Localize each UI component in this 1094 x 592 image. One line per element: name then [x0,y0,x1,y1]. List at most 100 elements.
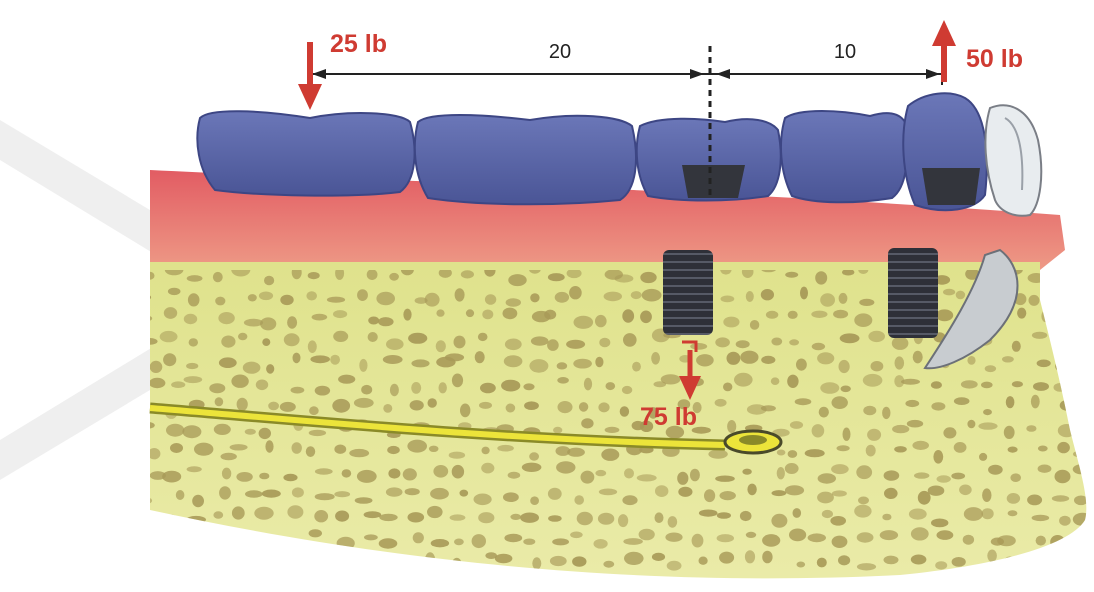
bone-pore [503,308,518,320]
bone-pore [151,517,161,529]
bone-pore [985,365,996,372]
bone-pore [187,466,202,472]
bone-pore [574,316,594,329]
bone-pore [403,309,411,321]
bone-pore [413,532,424,543]
bone-pore [376,292,395,306]
bone-pore [1057,296,1066,306]
bone-pore [717,534,734,542]
bone-pore [388,468,400,478]
bone-pore [186,537,197,544]
bone-pore [895,356,905,369]
bone-pore [943,427,956,438]
bone-pore [221,533,229,540]
bone-pore [136,535,154,544]
bone-pore [428,398,437,407]
bone-pore [166,424,184,437]
bone-pore [581,471,595,484]
bone-pore [433,465,448,478]
bone-pore [368,317,379,325]
bone-pore [334,445,346,454]
bone-pore [857,532,874,542]
bone-pore [622,309,634,322]
bone-pore [854,313,872,327]
bone-pore [857,563,876,570]
bone-pore [867,429,881,441]
bone-pore [160,331,178,342]
bone-pore [367,269,378,280]
bone-pore [699,509,718,516]
bone-pore [964,507,983,521]
bone-pore [522,463,542,472]
bone-pore [772,490,787,496]
bone-pore [430,488,449,500]
bone-pore [951,473,965,480]
bone-pore [186,516,206,523]
bone-pore [982,508,994,519]
bone-pore [785,463,799,474]
bone-pore [271,538,282,550]
bone-pore [315,386,330,396]
bone-pore [386,487,403,496]
bone-pore [558,401,573,413]
bone-pore [306,291,317,300]
bone-pore [837,445,850,451]
bone-pore [820,293,835,306]
bone-pore [696,354,714,366]
bone-pore [795,398,812,405]
bone-pore [480,383,496,394]
bone-pore [800,287,808,300]
bone-pore [572,556,586,566]
bone-pore [1028,273,1045,283]
bone-pore [793,508,802,518]
bone-pore [482,447,490,455]
bone-pore [579,402,588,412]
bone-pore [213,272,223,282]
force-left: 25 lb [298,30,387,110]
bone-pore [884,556,899,565]
bone-pore [333,331,348,342]
bone-pore [982,488,991,502]
bone-pore [880,530,898,540]
bone-pore [529,452,539,460]
dim-arrow-mid-right [716,69,730,79]
bone-pore [699,557,708,565]
bone-pore [194,443,213,456]
bone-pore [403,468,417,480]
bone-pore [771,514,787,528]
bone-pore [482,310,493,320]
bone-pore [622,495,637,505]
bone-pore [894,446,907,452]
bone-pore [332,399,350,413]
bone-pore [379,554,387,566]
bone-pore [1008,510,1018,516]
bone-pore [858,497,869,505]
bone-pore [243,362,261,374]
bone-pore [357,289,368,301]
bone-pore [913,351,923,364]
bone-pore [618,514,628,527]
bone-pore [931,519,948,528]
bone-pore [256,380,268,391]
bone-pore [1007,493,1020,504]
abutment-right [922,168,980,205]
bone-pore [822,510,833,518]
bone-pore [268,402,279,411]
bone-pore [1081,549,1094,561]
bone-pore [553,427,562,434]
bone-pore [503,492,519,502]
bone-pore [742,469,751,475]
bone-pore [746,291,754,302]
bone-pore [219,486,231,499]
bone-pore [425,293,440,307]
bone-pore [812,343,825,350]
bone-pore [548,488,562,500]
bone-pore [338,559,352,571]
bone-pore [655,485,668,497]
bone-pore [544,310,556,320]
bone-pore [594,539,608,549]
bone-pore [830,516,846,526]
bone-pore [349,449,369,457]
bone-pore [1033,382,1049,391]
bone-pore [1002,356,1014,362]
